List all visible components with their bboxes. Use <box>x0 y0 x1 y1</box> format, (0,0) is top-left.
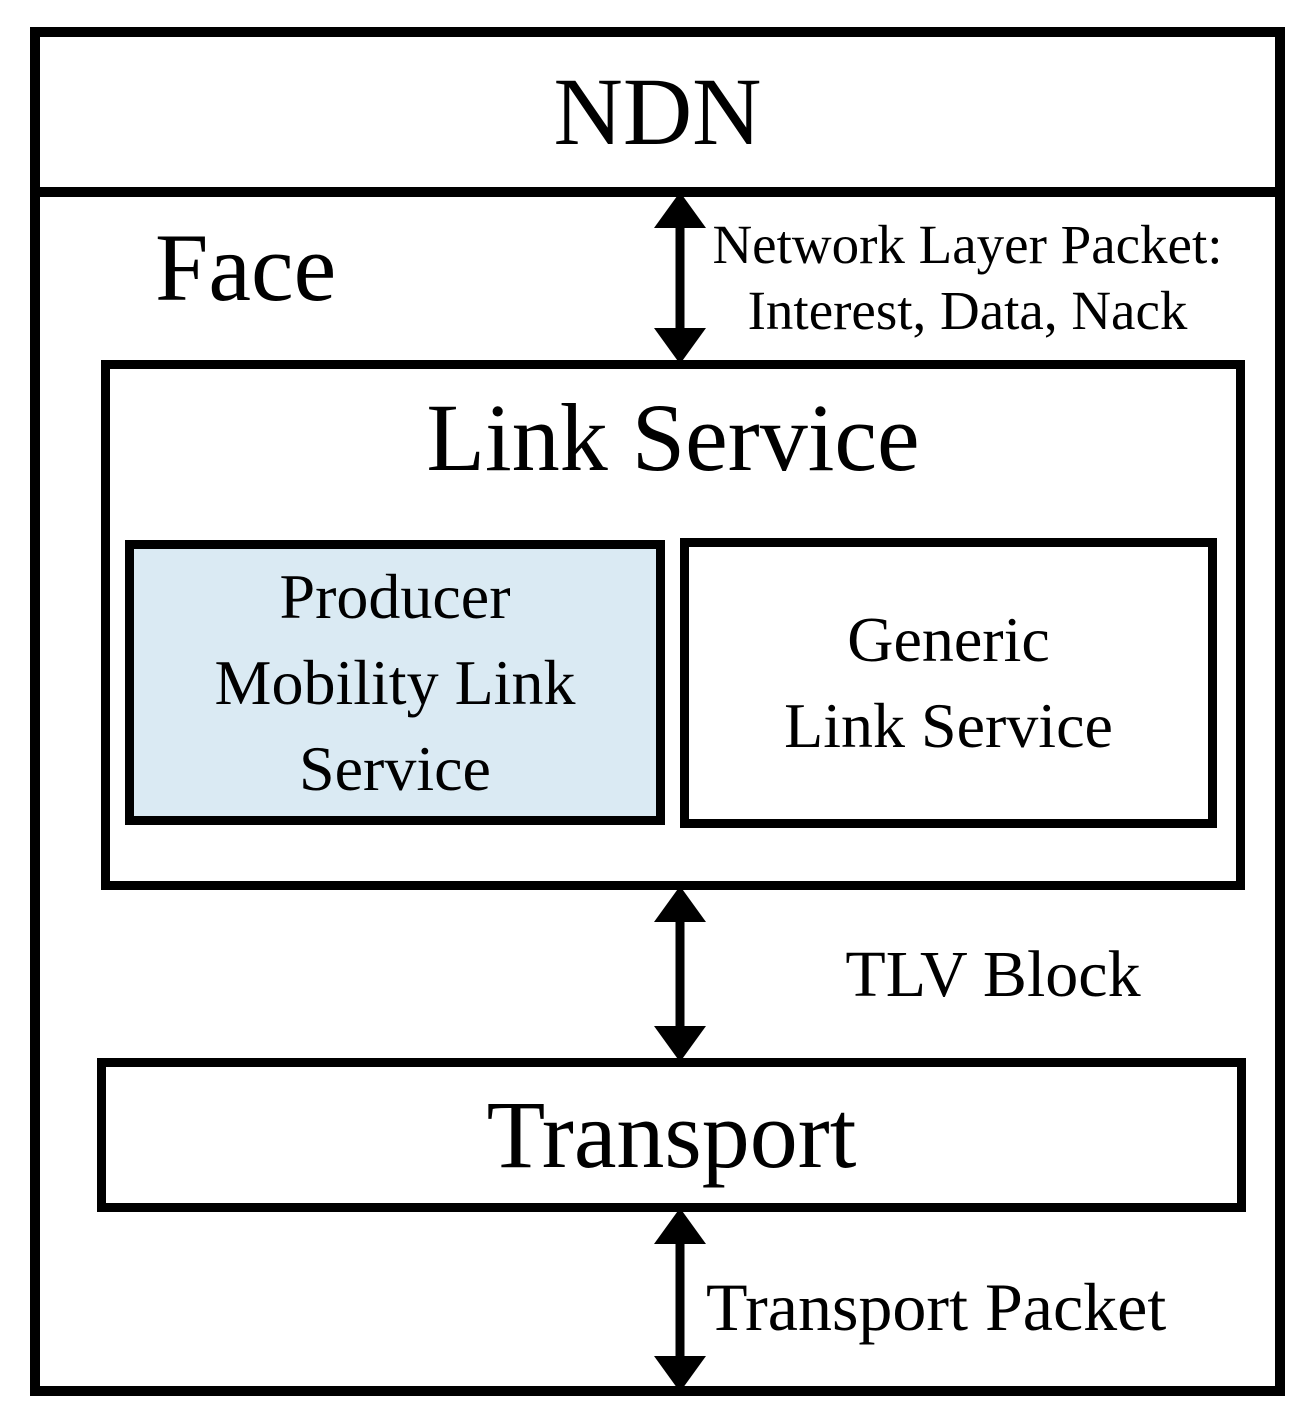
producer-box-line1: Producer <box>279 560 511 632</box>
double-arrow-icon-transport-bottom <box>654 1208 706 1392</box>
double-arrow-icon-ndn-linkservice <box>654 192 706 364</box>
generic-box-line2: Link Service <box>784 690 1113 761</box>
ndn-face-divider-line <box>30 187 1285 197</box>
producer-box-line3: Service <box>299 732 491 804</box>
ndn-outer-box <box>30 27 1285 1396</box>
transport-box: Transport <box>97 1058 1246 1212</box>
network-layer-packet-label: Network Layer Packet: Interest, Data, Na… <box>700 212 1235 344</box>
generic-link-service-box: Generic Link Service <box>680 538 1217 828</box>
transport-packet-label: Transport Packet <box>706 1269 1167 1345</box>
ndn-title: NDN <box>553 58 762 165</box>
transport-label: Transport <box>486 1081 857 1188</box>
tlv-block-label: TLV Block <box>845 938 1141 1011</box>
double-arrow-icon-linkservice-transport <box>654 886 706 1062</box>
face-label: Face <box>155 214 337 321</box>
network-layer-packet-line1: Network Layer Packet: <box>712 214 1223 275</box>
producer-mobility-link-service-box: Producer Mobility Link Service <box>125 540 665 825</box>
network-layer-packet-line2: Interest, Data, Nack <box>747 280 1188 341</box>
producer-box-line2: Mobility Link <box>214 646 576 718</box>
generic-box-line1: Generic <box>847 604 1050 675</box>
link-service-title: Link Service <box>426 384 920 491</box>
